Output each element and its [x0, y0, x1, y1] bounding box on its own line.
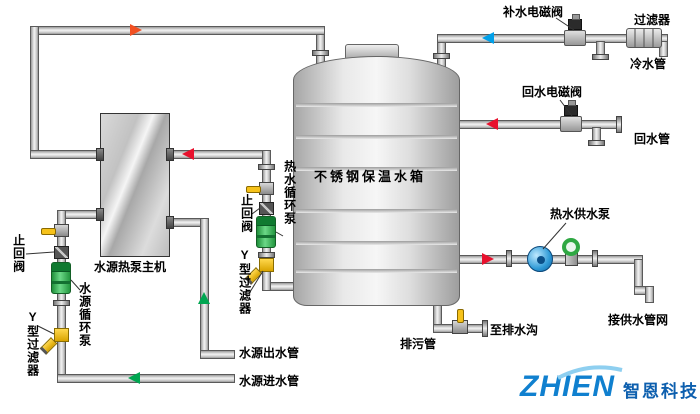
pump-hub: [537, 256, 545, 264]
flow-arrow-left-icon: [486, 118, 498, 130]
label-source-in-pipe: 水源进水管: [239, 374, 300, 388]
flange: [433, 53, 450, 59]
makeup-solenoid-valve: [564, 30, 586, 46]
tank-band: [296, 209, 457, 213]
flow-arrow-right-icon: [130, 24, 142, 36]
pipe-source-outlet: [200, 350, 235, 359]
flange: [506, 250, 512, 267]
pipe-top-main: [30, 26, 325, 35]
label-filter: 过滤器: [634, 13, 671, 27]
flange: [312, 50, 329, 56]
solenoid-cap: [572, 14, 580, 20]
flow-arrow-left-icon: [182, 148, 194, 160]
logo-latin: ZHIEN: [520, 370, 615, 403]
valve-lever: [246, 186, 261, 193]
check-valve: [259, 202, 274, 215]
label-return-pipe: 回水管: [634, 132, 671, 146]
pipe-makeup-stub: [596, 41, 605, 55]
flow-arrow-left-icon: [482, 32, 494, 44]
pump-motor: [257, 217, 275, 226]
valve-lever: [457, 309, 464, 323]
leader-line: [37, 325, 55, 335]
pipe-source-inlet: [57, 374, 235, 383]
heat-pump-unit: [100, 113, 170, 257]
label-y-filter-mid: Y型过滤器: [237, 248, 252, 315]
hot-supply-pump: [527, 246, 553, 272]
unit-port: [96, 148, 104, 161]
label-hot-circ-pump: 热水循环泵: [282, 160, 297, 225]
handwheel: [562, 238, 580, 256]
flow-arrow-right-icon: [482, 253, 494, 265]
label-to-drain-ditch: 至排水沟: [490, 323, 539, 337]
pump-band: [257, 235, 275, 238]
tank-band: [296, 241, 457, 245]
pipe-cold-water-elbow: [659, 41, 668, 57]
pipe-source-out-riser: [200, 218, 209, 359]
flange: [53, 300, 70, 306]
flange: [616, 116, 622, 133]
pump-band: [52, 281, 70, 284]
flow-arrow-up-icon: [198, 292, 210, 304]
solenoid-cap: [568, 100, 576, 106]
brand-logo: ZHIEN 智恩科技: [520, 365, 699, 403]
label-makeup-solenoid: 补水电磁阀: [503, 5, 564, 19]
label-source-out-pipe: 水源出水管: [239, 346, 300, 360]
label-check-valve-mid: 止回阀: [239, 194, 254, 233]
pipe-riser-to-unit: [30, 150, 101, 159]
ball-valve: [259, 182, 274, 195]
hot-circulation-pump: [256, 216, 276, 248]
valve-lever: [41, 228, 56, 235]
source-circulation-pump: [51, 262, 71, 294]
tank-band: [296, 135, 457, 139]
flange: [258, 252, 275, 258]
pipe-makeup-line: [437, 34, 668, 43]
unit-port: [96, 208, 104, 221]
label-hot-supply-pump: 热水供水泵: [550, 207, 611, 221]
flange: [592, 54, 609, 60]
label-y-filter-left: Y型过滤器: [25, 310, 40, 377]
flange: [258, 164, 275, 170]
label-to-supply-network: 接供水管网: [608, 313, 669, 327]
label-tank-title: 不锈钢保温水箱: [314, 169, 427, 184]
logo-swoosh-icon: [557, 365, 623, 380]
tank-band: [296, 167, 457, 171]
label-check-valve-left: 止回阀: [11, 234, 26, 273]
unit-port: [166, 216, 174, 229]
y-strainer: [54, 328, 69, 342]
tank-band: [296, 269, 457, 273]
leader-line: [25, 251, 55, 255]
label-unit-title: 水源热泵主机: [94, 260, 167, 274]
logo-cjk: 智恩科技: [623, 381, 699, 401]
flange: [588, 140, 605, 146]
y-strainer: [259, 258, 274, 272]
solenoid-coil: [568, 19, 582, 30]
label-source-circ-pump: 水源循环泵: [77, 282, 92, 347]
inline-filter: [626, 28, 662, 48]
pipe-supply-hook-down: [645, 286, 654, 303]
label-drain-pipe: 排污管: [400, 337, 437, 351]
check-valve: [54, 246, 69, 259]
flange: [592, 250, 598, 267]
solenoid-coil: [564, 105, 578, 116]
ball-valve: [54, 224, 69, 237]
flange: [482, 320, 488, 337]
tank-band: [296, 103, 457, 107]
unit-port: [166, 148, 174, 161]
pump-motor: [52, 263, 70, 272]
pipe-left-riser: [30, 26, 39, 159]
label-cold-pipe: 冷水管: [630, 57, 667, 71]
return-solenoid-valve: [560, 116, 582, 132]
flow-arrow-left-icon: [128, 372, 140, 384]
leader-line: [275, 231, 284, 237]
label-return-solenoid: 回水电磁阀: [522, 85, 583, 99]
insulated-water-tank: [293, 56, 460, 306]
